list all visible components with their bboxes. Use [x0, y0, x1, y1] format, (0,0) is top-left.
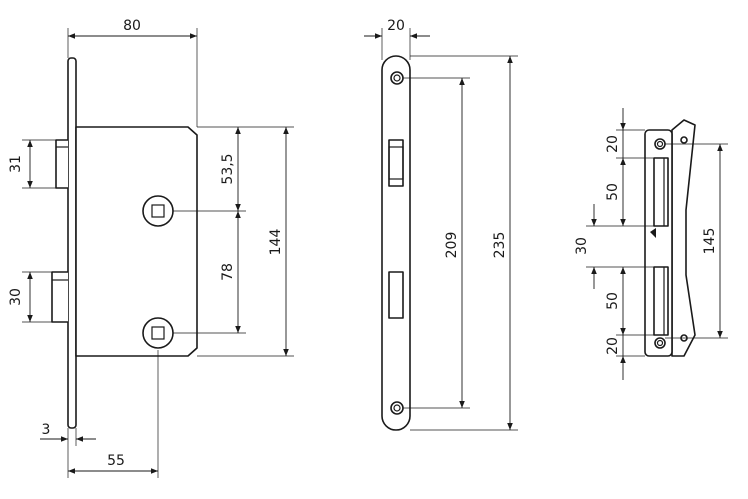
bottom-screw-hole	[390, 401, 404, 415]
dim-spindle-upper-label: 53,5	[220, 153, 236, 184]
dim-faceplate-length-label: 235	[492, 232, 508, 259]
lip-hole	[680, 136, 688, 144]
faceplate	[381, 55, 411, 431]
dim-body-height-label: 144	[268, 229, 284, 256]
top-screw-hole	[654, 138, 666, 150]
strike-plate-lip	[671, 119, 696, 357]
strike-plate-view: 20 50 30 50 20 145	[574, 108, 728, 380]
dim-faceplate-thickness-label: 3	[42, 422, 51, 438]
dim-strike-hole-spacing-label: 145	[702, 228, 718, 255]
lower-spindle-square	[151, 326, 165, 340]
dim-lower-opening-label: 50	[605, 292, 621, 310]
dim-bolt-upper-label: 31	[8, 155, 24, 173]
dead-bolt	[51, 271, 68, 323]
upper-strike-opening	[653, 157, 669, 227]
bottom-screw-hole-inner	[656, 339, 664, 347]
deadbolt-opening	[388, 271, 404, 319]
dim-top-margin-label: 20	[605, 135, 621, 153]
lock-case	[75, 126, 198, 357]
lower-spindle-hub	[142, 317, 174, 349]
dim-bolt-lower-label: 30	[8, 288, 24, 306]
bottom-screw-hole-inner	[393, 404, 401, 412]
latch-opening-inner	[388, 146, 404, 180]
dim-backset-label: 55	[107, 453, 125, 469]
upper-spindle-hub	[142, 195, 174, 227]
top-screw-hole	[390, 71, 404, 85]
dim-upper-opening-label: 50	[605, 183, 621, 201]
top-screw-hole-inner	[393, 74, 401, 82]
upper-spindle-square	[151, 204, 165, 218]
dim-bottom-margin-label: 20	[605, 337, 621, 355]
latch-bolt	[55, 139, 68, 189]
dim-faceplate-width-label: 20	[387, 18, 405, 34]
bottom-screw-hole	[654, 337, 666, 349]
dim-spindle-between-label: 78	[220, 263, 236, 281]
faceplate-view: 20 209 235	[364, 18, 518, 431]
lock-faceplate	[67, 57, 77, 429]
lock-body-view: 80 31 30 53,5 78 144 3 55	[8, 18, 294, 478]
dim-width-label: 80	[123, 18, 141, 34]
strike-marker-dot	[650, 228, 656, 238]
lower-strike-opening	[653, 266, 669, 336]
dim-gap-label: 30	[574, 237, 590, 255]
dim-hole-spacing-label: 209	[444, 232, 460, 259]
top-screw-hole-inner	[656, 140, 664, 148]
